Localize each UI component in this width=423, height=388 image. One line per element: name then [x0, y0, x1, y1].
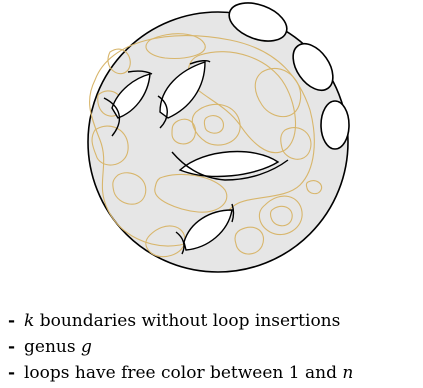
caption-item-boundaries: - k boundaries without loop insertions — [8, 308, 353, 334]
bullet-dash: - — [8, 308, 24, 334]
caption-list: - k boundaries without loop insertions -… — [8, 308, 353, 386]
math-g: g — [81, 337, 92, 357]
math-k: k — [24, 311, 34, 331]
caption-text: loops have free color between 1 and — [24, 363, 342, 383]
bullet-dash: - — [8, 360, 24, 386]
caption-text: genus — [24, 337, 81, 357]
caption-text: boundaries without loop insertions — [34, 311, 340, 331]
caption-item-genus: - genus g — [8, 334, 353, 360]
boundary-3 — [321, 101, 349, 149]
bullet-dash: - — [8, 334, 24, 360]
math-n: n — [342, 363, 353, 383]
caption-item-loops: - loops have free color between 1 and n — [8, 360, 353, 386]
surface-diagram — [0, 0, 423, 290]
